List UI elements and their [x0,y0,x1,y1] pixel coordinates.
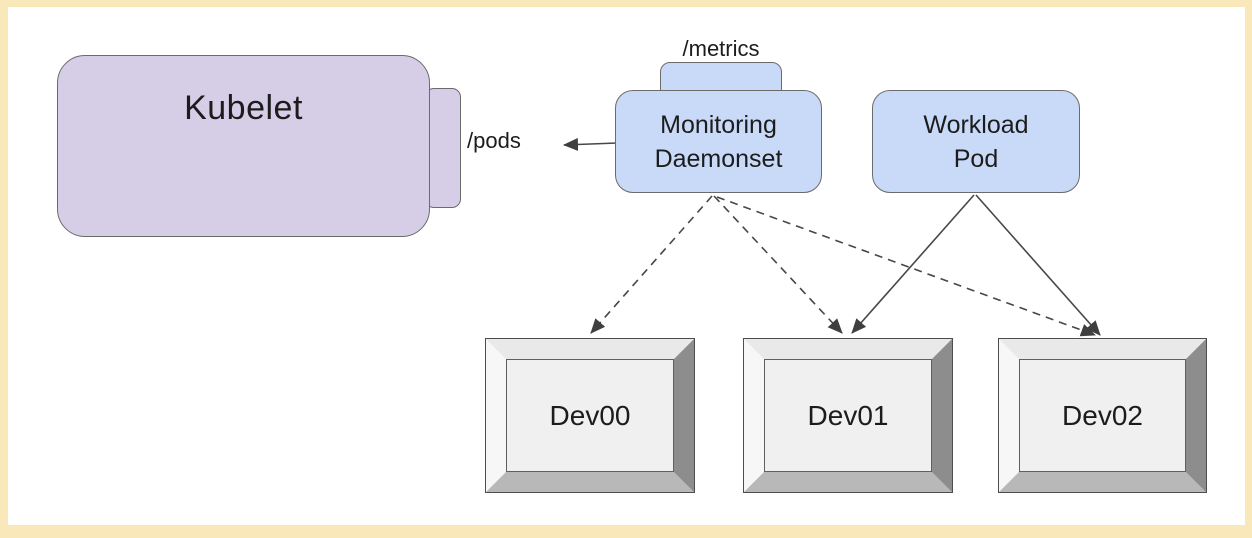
arrow-workload-to-dev02 [975,194,1101,336]
arrow-monitoring-to-dev02 [716,196,1096,337]
kubelet-pods-endpoint-tab [425,88,461,208]
device-dev01: Dev01 [743,338,953,493]
kubelet-label: Kubelet [184,89,303,127]
arrow-monitoring-to-dev01 [713,195,843,334]
device-dev02-bevel: Dev02 [999,339,1206,492]
pods-endpoint-label: /pods [467,128,521,153]
monitoring-daemonset-label-line2: Daemonset [654,144,783,173]
monitoring-daemonset-label-line1: Monitoring [660,110,777,139]
device-dev00-label: Dev00 [506,359,674,472]
workload-pod-label-line1: Workload [923,110,1029,139]
device-dev00-bevel: Dev00 [486,339,694,492]
kubelet-box: Kubelet [57,55,430,237]
monitoring-daemonset-box: Monitoring Daemonset [615,90,822,193]
device-dev01-bevel: Dev01 [744,339,952,492]
arrow-monitoring-to-dev00 [590,195,713,334]
diagram-canvas: Kubelet /pods /metrics Monitoring Daemon… [8,7,1245,525]
workload-pod-box: Workload Pod [872,90,1080,193]
workload-pod-label-line2: Pod [953,144,999,173]
device-dev02-label: Dev02 [1019,359,1186,472]
connection-arrows [563,137,1101,337]
device-dev02: Dev02 [998,338,1207,493]
arrow-workload-to-dev01 [851,194,975,334]
device-dev00: Dev00 [485,338,695,493]
arrow-monitoring-to-pods [563,137,618,151]
metrics-endpoint-label: /metrics [682,36,760,61]
device-dev01-label: Dev01 [764,359,932,472]
